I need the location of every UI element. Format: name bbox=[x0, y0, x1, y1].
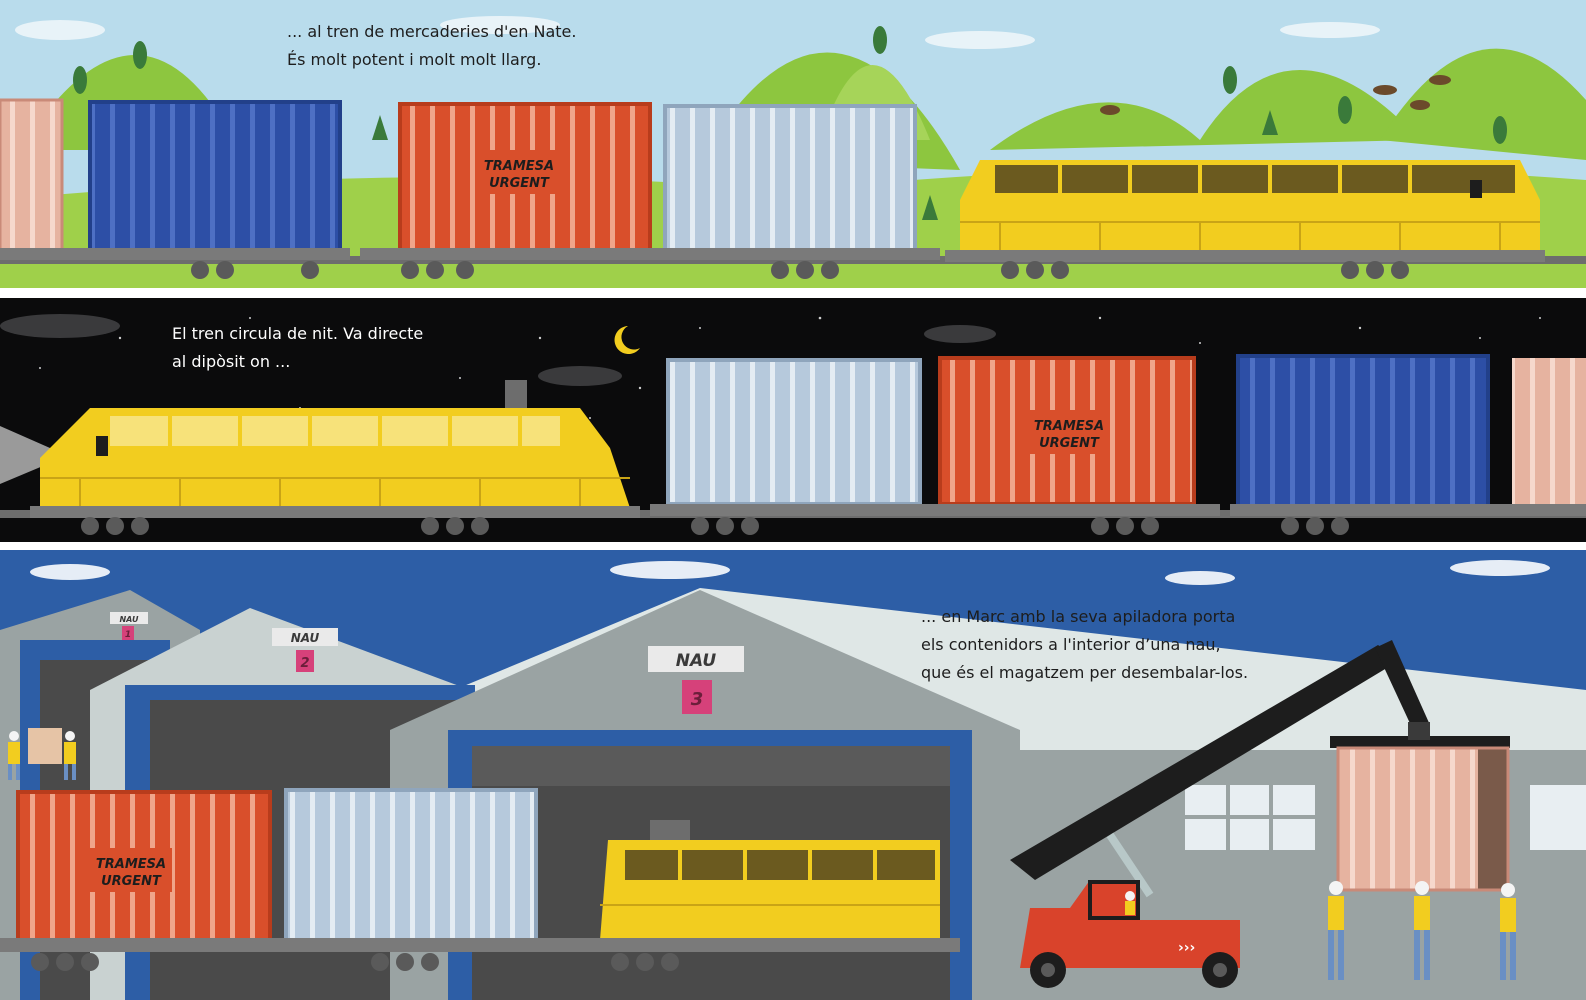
night-clouds bbox=[0, 314, 996, 386]
locomotive-yellow bbox=[600, 820, 940, 940]
worker bbox=[1414, 881, 1430, 980]
caption-line: ... en Marc amb la seva apiladora porta bbox=[921, 607, 1236, 626]
hangar-2-label: NAU bbox=[291, 631, 320, 645]
hangar-2-number: 2 bbox=[300, 656, 309, 671]
wheels bbox=[81, 517, 1349, 535]
container-label-line1: TRAMESA bbox=[484, 159, 554, 174]
warehouse-scene: NAU 1 NAU 2 NAU 3 bbox=[0, 560, 1586, 1000]
reach-stacker: ››› bbox=[1010, 640, 1510, 988]
caption-line: els contenidors a l'interior d’una nau, bbox=[921, 635, 1221, 654]
clouds bbox=[30, 560, 1550, 585]
locomotive-yellow bbox=[945, 160, 1545, 262]
flatcars bbox=[650, 504, 1586, 516]
countryside-panel: TRAMESA URGENT bbox=[0, 0, 1586, 288]
flatcars bbox=[0, 938, 960, 952]
caption-line: al dipòsit on ... bbox=[172, 352, 291, 371]
worker bbox=[8, 731, 20, 780]
wheels bbox=[31, 953, 679, 971]
caption-line: ... al tren de mercaderies d'en Nate. bbox=[287, 22, 577, 41]
container-label-line2: URGENT bbox=[101, 874, 162, 889]
night-panel: TRAMESA URGENT El tren circula de nit. V… bbox=[0, 298, 1586, 542]
worker bbox=[64, 731, 76, 780]
warehouse-windows bbox=[1185, 785, 1586, 850]
hangar-3-label: NAU bbox=[676, 651, 717, 671]
warehouse-panel: NAU 1 NAU 2 NAU 3 bbox=[0, 550, 1586, 1000]
moon-icon bbox=[614, 326, 640, 354]
night-scene: TRAMESA URGENT bbox=[0, 314, 1586, 535]
hangar-3-number: 3 bbox=[691, 689, 704, 710]
container-label-line2: URGENT bbox=[1039, 436, 1100, 451]
trees bbox=[73, 26, 1507, 220]
cardboard-box bbox=[28, 728, 62, 764]
container-pink bbox=[0, 98, 64, 252]
container-blue bbox=[88, 100, 342, 252]
countryside-scene: TRAMESA URGENT bbox=[0, 16, 1586, 288]
goats bbox=[1100, 75, 1451, 115]
container-pink-lifted bbox=[1336, 746, 1510, 892]
flatcars bbox=[0, 248, 940, 260]
container-gray bbox=[663, 104, 917, 252]
countryside-caption: ... al tren de mercaderies d'en Nate. És… bbox=[287, 18, 576, 74]
container-red-urgent: TRAMESA URGENT bbox=[16, 790, 272, 942]
locomotive-yellow bbox=[30, 380, 640, 518]
container-blue bbox=[1236, 354, 1490, 508]
container-red-urgent: TRAMESA URGENT bbox=[398, 102, 652, 252]
container-red-urgent: TRAMESA URGENT bbox=[938, 356, 1196, 506]
worker bbox=[1328, 881, 1344, 980]
container-label-line2: URGENT bbox=[489, 176, 550, 191]
worker bbox=[1500, 883, 1516, 980]
driver bbox=[1470, 180, 1482, 198]
wheels bbox=[191, 261, 1409, 279]
hangar-1-label: NAU bbox=[119, 615, 139, 624]
caption-line: El tren circula de nit. Va directe bbox=[172, 324, 424, 343]
container-gray bbox=[666, 358, 922, 506]
headlight-beam bbox=[0, 426, 50, 484]
night-caption: El tren circula de nit. Va directe al di… bbox=[172, 320, 423, 376]
caption-line: que és el magatzem per desembalar-los. bbox=[921, 663, 1249, 682]
caption-line: És molt potent i molt molt llarg. bbox=[287, 50, 542, 69]
container-label-line1: TRAMESA bbox=[96, 857, 166, 872]
container-gray bbox=[284, 788, 538, 942]
hangar-1-number: 1 bbox=[125, 630, 131, 640]
container-pink bbox=[1512, 358, 1586, 506]
clouds bbox=[15, 16, 1380, 49]
warehouse-caption: ... en Marc amb la seva apiladora porta … bbox=[921, 603, 1248, 687]
driver bbox=[96, 436, 108, 456]
chevron-icon: ››› bbox=[1178, 940, 1195, 956]
container-label-line1: TRAMESA bbox=[1034, 419, 1104, 434]
